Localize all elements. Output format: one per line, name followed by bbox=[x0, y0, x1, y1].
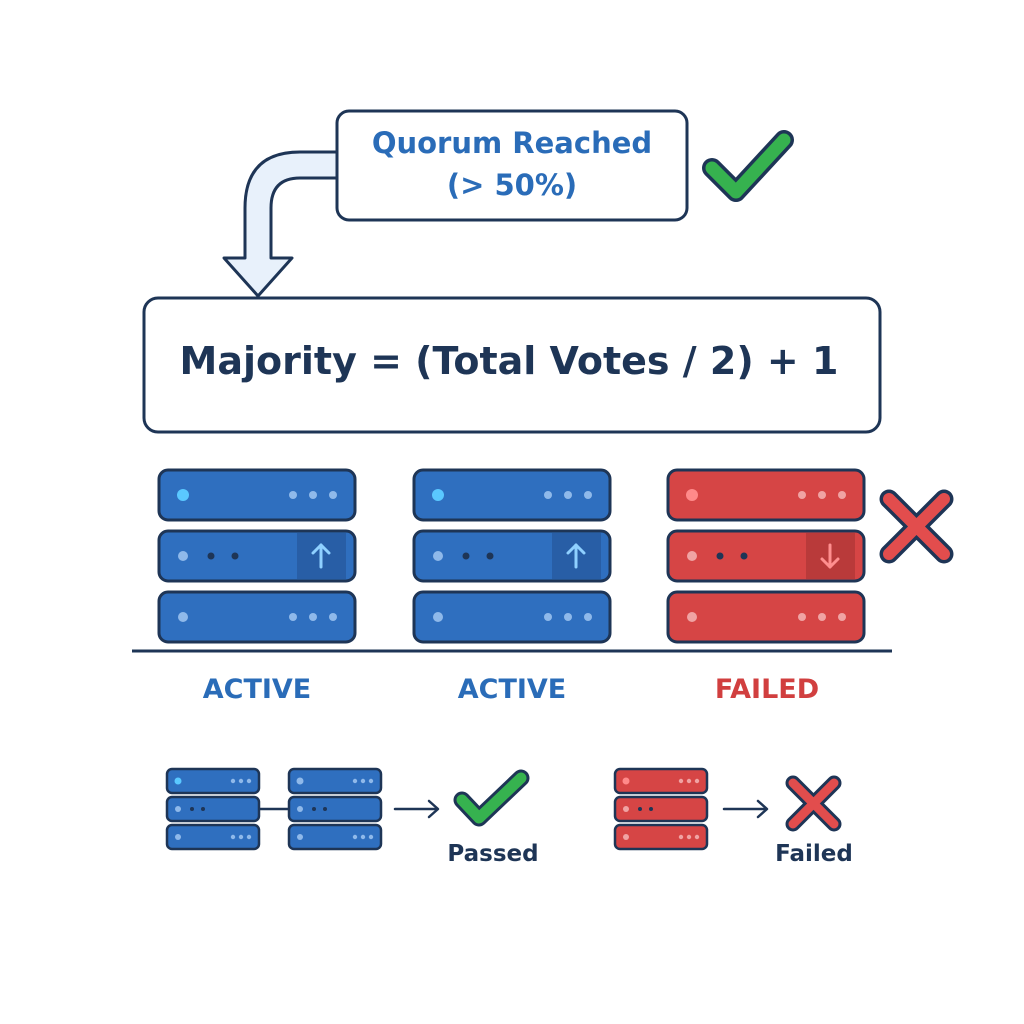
failed-result-cross-icon bbox=[785, 775, 842, 832]
arrow-right-icon bbox=[722, 799, 769, 819]
arrow-right-icon bbox=[393, 799, 440, 819]
quorum-title: Quorum Reached bbox=[372, 126, 652, 160]
down-arrow-icon bbox=[820, 543, 840, 569]
passed-check-icon bbox=[453, 769, 530, 827]
server-node-2 bbox=[412, 468, 612, 644]
quorum-check-icon bbox=[702, 130, 794, 202]
up-arrow-icon bbox=[566, 543, 586, 569]
quorum-threshold: (> 50%) bbox=[447, 168, 577, 202]
quorum-box: Quorum Reached (> 50%) bbox=[335, 109, 689, 222]
mini-server-a bbox=[165, 767, 261, 851]
failed-cross-icon bbox=[879, 489, 954, 564]
status-label-2: ACTIVE bbox=[458, 674, 567, 705]
status-label-1: ACTIVE bbox=[203, 674, 312, 705]
status-label-3: FAILED bbox=[715, 674, 819, 705]
up-arrow-icon bbox=[311, 543, 331, 569]
failed-label: Failed bbox=[775, 841, 853, 867]
majority-formula: Majority = (Total Votes / 2) + 1 bbox=[180, 339, 839, 383]
passed-label: Passed bbox=[447, 841, 538, 867]
flow-arrow bbox=[222, 150, 339, 298]
mini-server-failed bbox=[613, 767, 709, 851]
server-node-1 bbox=[157, 468, 357, 644]
mini-server-b bbox=[287, 767, 383, 851]
formula-box: Majority = (Total Votes / 2) + 1 bbox=[142, 296, 882, 434]
server-node-3 bbox=[666, 468, 866, 644]
